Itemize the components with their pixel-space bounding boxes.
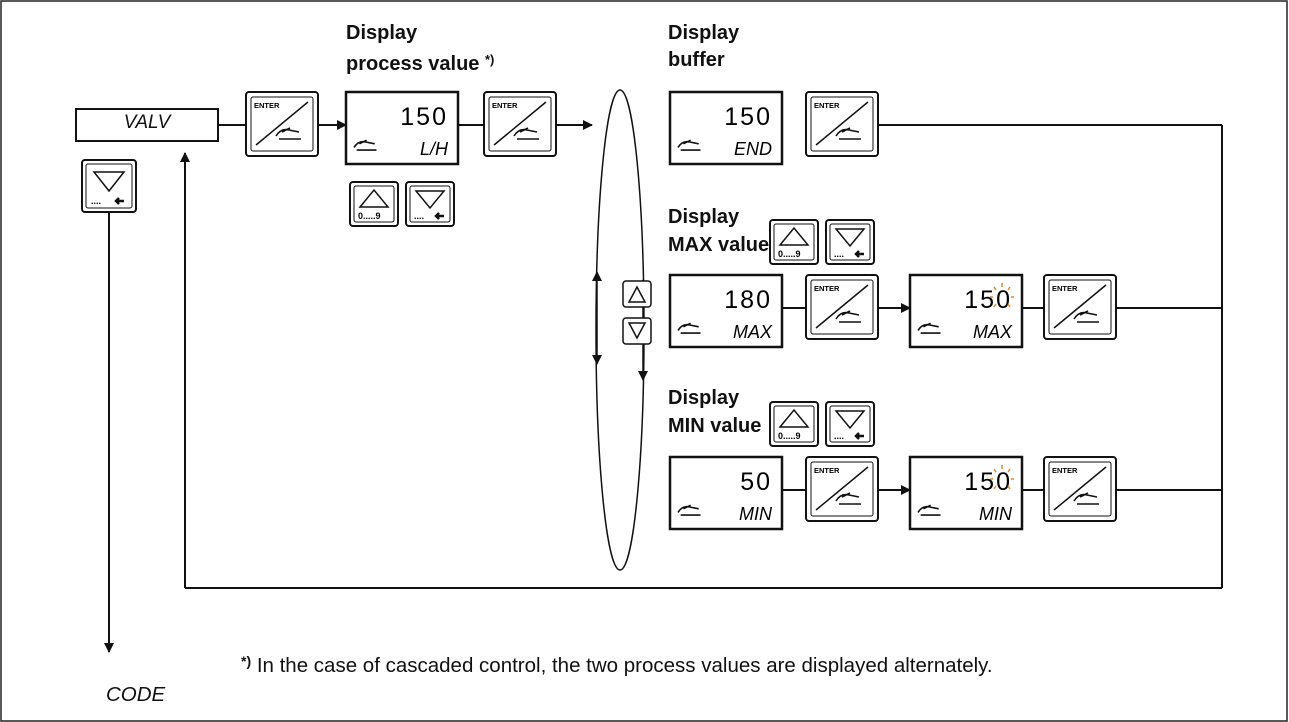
buffer-title-line2: buffer: [668, 49, 725, 71]
min-title-line2: MIN value: [668, 415, 762, 437]
enter-key[interactable]: ENTER: [805, 91, 879, 157]
down-cursor-key[interactable]: ....: [405, 181, 455, 227]
arrow-left-icon: [854, 432, 864, 440]
hand-icon: [835, 127, 861, 140]
max-title-line2: MAX value: [668, 234, 770, 256]
digit-key-label: 0.....9: [358, 211, 381, 221]
hand-icon: [275, 127, 301, 140]
enter-key-label: ENTER: [1052, 284, 1078, 293]
triangle-down-icon: [834, 410, 866, 430]
connectors: [104, 120, 1223, 653]
dots-key-label: ....: [414, 211, 424, 221]
display-unit: END: [734, 139, 772, 159]
arrow-left-icon: [854, 250, 864, 258]
display-unit: MAX: [733, 322, 773, 342]
hand-icon: [677, 504, 701, 516]
hand-icon: [353, 139, 377, 151]
hand-icon: [1073, 310, 1099, 323]
down-arrow-key[interactable]: [622, 317, 652, 345]
max-title-line1: Display: [668, 206, 740, 228]
hand-icon: [513, 127, 539, 140]
enter-key[interactable]: ENTER: [805, 274, 879, 340]
triangle-up-icon: [627, 285, 647, 303]
dots-key-label: ....: [834, 249, 844, 259]
down-cursor-key[interactable]: ....: [825, 401, 875, 447]
hand-icon: [677, 139, 701, 151]
up-digit-key[interactable]: 0.....9: [769, 219, 819, 265]
hand-icon: [917, 504, 941, 516]
enter-key-label: ENTER: [814, 101, 840, 110]
up-digit-key[interactable]: 0.....9: [769, 401, 819, 447]
triangle-down-icon: [414, 190, 446, 210]
display-value: 150: [964, 468, 1012, 496]
hand-icon: [835, 492, 861, 505]
triangle-up-icon: [778, 226, 810, 246]
process-title-line2: process value *): [346, 52, 495, 75]
triangle-down-icon: [834, 228, 866, 248]
digit-key-label: 0.....9: [778, 431, 801, 441]
display-value: 150: [724, 103, 772, 131]
display-value: 150: [400, 103, 448, 131]
blink-indicator-icon: [990, 283, 1014, 308]
dots-key-label: ....: [834, 431, 844, 441]
enter-key[interactable]: ENTER: [1043, 274, 1117, 340]
display-value: 50: [740, 468, 772, 496]
triangle-up-icon: [778, 408, 810, 428]
arrow-left-icon: [114, 197, 124, 205]
up-digit-key[interactable]: 0.....9: [349, 181, 399, 227]
footnote: *) In the case of cascaded control, the …: [241, 653, 993, 677]
display-unit: MIN: [739, 504, 773, 524]
enter-key[interactable]: ENTER: [245, 91, 319, 157]
display-unit: MAX: [973, 322, 1013, 342]
display-value: 180: [724, 286, 772, 314]
hand-icon: [835, 310, 861, 323]
buffer-title-line1: Display: [668, 22, 740, 44]
hand-icon: [917, 322, 941, 334]
arrow-left-icon: [434, 212, 444, 220]
down-arrow-key-valv[interactable]: ....: [81, 159, 137, 213]
down-cursor-key[interactable]: ....: [825, 219, 875, 265]
display-value: 150: [964, 286, 1012, 314]
edit-keys: 0.....9.... 0.....9.... 0.....9....: [349, 181, 875, 447]
enter-key-label: ENTER: [1052, 466, 1078, 475]
hand-icon: [1073, 492, 1099, 505]
hand-icon: [677, 322, 701, 334]
code-menu-label: CODE: [106, 683, 166, 706]
valv-menu-label: VALV: [123, 112, 171, 133]
enter-key[interactable]: ENTER: [805, 456, 879, 522]
enter-keys: ENTER ENTER ENTER ENTER ENTER ENTER ENTER: [245, 91, 1117, 522]
enter-key-label: ENTER: [254, 101, 280, 110]
valv-menu-box: [75, 108, 219, 142]
triangle-up-icon: [358, 188, 390, 208]
triangle-down-icon: [92, 171, 126, 193]
display-unit: L/H: [420, 139, 449, 159]
process-title-line1: Display: [346, 22, 418, 44]
svg-text:....: ....: [91, 196, 101, 206]
blink-indicator-icon: [990, 465, 1014, 490]
display-unit: MIN: [979, 504, 1013, 524]
enter-key-label: ENTER: [814, 466, 840, 475]
min-title-line1: Display: [668, 387, 740, 409]
enter-key[interactable]: ENTER: [483, 91, 557, 157]
triangle-down-icon: [627, 322, 647, 340]
up-arrow-key[interactable]: [622, 280, 652, 308]
enter-key-label: ENTER: [492, 101, 518, 110]
digit-key-label: 0.....9: [778, 249, 801, 259]
enter-key[interactable]: ENTER: [1043, 456, 1117, 522]
enter-key-label: ENTER: [814, 284, 840, 293]
